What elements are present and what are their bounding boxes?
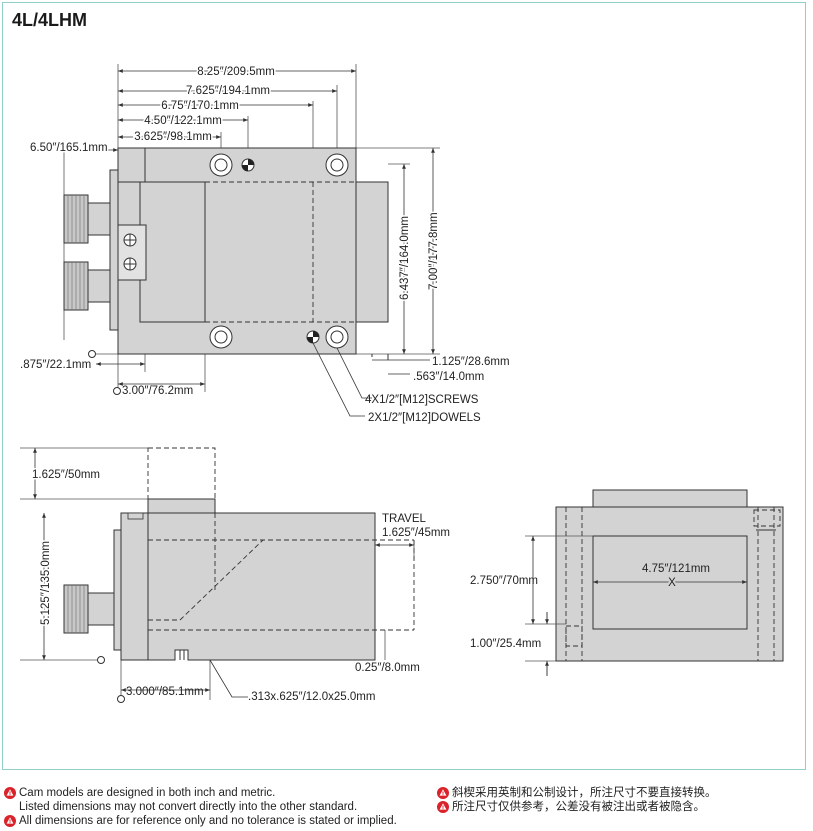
dim-675: 6.75″/170.1mm — [161, 100, 239, 112]
dim-0563: .563″/14.0mm — [413, 371, 484, 383]
travel-dim: 1.625″/45mm — [382, 527, 450, 539]
dim-overall-length: 8.25″/209.5mm — [197, 66, 275, 78]
travel-label: TRAVEL — [382, 513, 426, 525]
dim-1125: 1.125″/28.6mm — [432, 356, 510, 368]
note-item: 斜楔采用英制和公制设计，所注尺寸不要直接转换。 — [437, 786, 717, 800]
top-view: 8.25″/209.5mm 7.625″/194.1mm 6.75″/170.1… — [20, 64, 510, 424]
dim-700: 7.00″/177.8mm — [428, 212, 440, 290]
end-dim-100: 1.00″/25.4mm — [470, 638, 541, 650]
screws-label: 4X1/2″[M12]SCREWS — [365, 394, 479, 406]
note-text: Cam models are designed in both inch and… — [19, 787, 276, 799]
end-dim-475: 4.75″/121mm — [642, 563, 710, 575]
warning-icon — [437, 801, 449, 813]
side-dim-3000: 3.000″/85.1mm — [126, 686, 204, 698]
side-dim-1625: 1.625″/50mm — [32, 469, 100, 481]
diagram-title: 4L/4LHM — [12, 10, 88, 30]
side-view: 1.625″/50mm 5.125″/135.0mm TRAVEL 1.625″… — [20, 447, 450, 703]
dim-0875: .875″/22.1mm — [20, 359, 91, 371]
warning-icon — [4, 787, 16, 799]
top-connectors — [63, 169, 147, 331]
dim-450: 4.50″/122.1mm — [144, 115, 222, 127]
warning-icon — [4, 815, 16, 827]
side-dim-5125: 5.125″/135.0mm — [40, 541, 52, 625]
side-body — [120, 512, 376, 661]
technical-drawing: 8.25″/209.5mm 7.625″/194.1mm 6.75″/170.1… — [20, 64, 784, 703]
side-dim-025: 0.25″/8.0mm — [355, 662, 420, 674]
top-body-extension — [355, 181, 389, 323]
dim-6437: 6.437″/164.0mm — [399, 216, 411, 300]
notes-chinese: 斜楔采用英制和公制设计，所注尺寸不要直接转换。 所注尺寸仅供参考，公差没有被注出… — [437, 786, 717, 814]
slot-dim: .313x.625″/12.0x25.0mm — [248, 691, 375, 703]
note-text: 所注尺寸仅供参考，公差没有被注出或者被隐含。 — [452, 801, 705, 813]
notes-english: Cam models are designed in both inch and… — [4, 786, 397, 828]
note-text: Listed dimensions may not convert direct… — [19, 801, 358, 813]
end-x-label: X — [668, 577, 676, 589]
dim-650: 6.50″/165.1mm — [30, 142, 108, 154]
dowel-symbol — [241, 158, 320, 344]
dowels-label: 2X1/2″[M12]DOWELS — [368, 412, 481, 424]
note-item: All dimensions are for reference only an… — [4, 814, 397, 828]
side-connector — [63, 529, 122, 651]
note-item: 所注尺寸仅供参考，公差没有被注出或者被隐含。 — [437, 800, 717, 814]
dim-7625: 7.625″/194.1mm — [186, 85, 270, 97]
note-text: All dimensions are for reference only an… — [19, 815, 397, 827]
end-dim-2750: 2.750″/70mm — [470, 575, 538, 587]
diagram-frame — [2, 2, 806, 770]
warning-icon — [437, 787, 449, 799]
note-item: Cam models are designed in both inch and… — [4, 786, 397, 800]
end-view: 4.75″/121mm X 2.750″/70mm 1.00″/25.4mm — [470, 489, 784, 676]
dim-3625: 3.625″/98.1mm — [134, 131, 212, 143]
note-text: 斜楔采用英制和公制设计，所注尺寸不要直接转换。 — [452, 787, 717, 799]
note-item: Listed dimensions may not convert direct… — [4, 800, 397, 814]
dim-300: 3.00″/76.2mm — [122, 385, 193, 397]
